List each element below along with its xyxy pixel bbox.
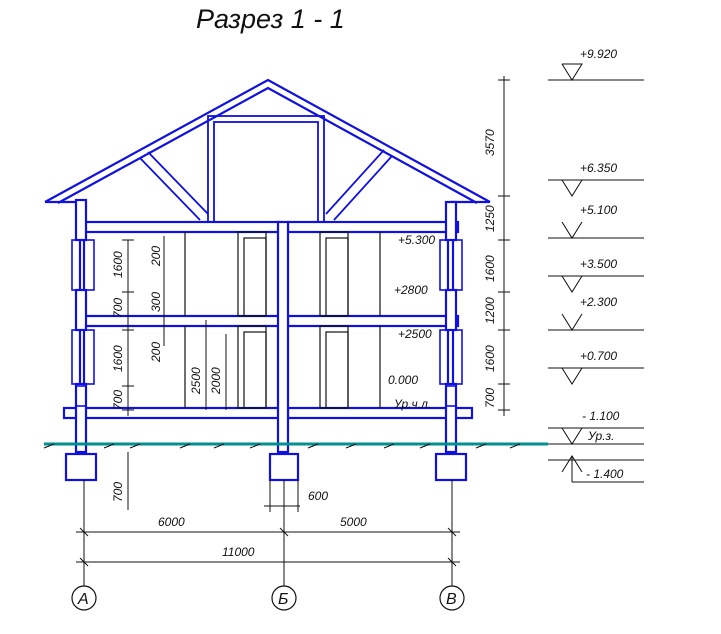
axis-label-v: В (446, 591, 457, 608)
left-dimension-chain (122, 236, 227, 510)
dim-3570: 3570 (483, 129, 497, 156)
inner-dim-200-upper: 200 (149, 246, 163, 267)
ground-level-label: Ур.з. (587, 429, 614, 443)
inner-level-2500: +2500 (398, 327, 432, 341)
inner-dimension-labels: 200 300 200 2500 2000 (149, 246, 223, 395)
foundations (64, 452, 468, 482)
inner-level-0000: 0.000 (388, 373, 418, 387)
inner-level-2800: +2800 (394, 283, 428, 297)
level-labels: +9.920 +6.350 +5.100 +3.500 +2.300 +0.70… (580, 47, 624, 481)
level-9920: +9.920 (580, 47, 617, 61)
inner-dim-200-lower: 200 (149, 342, 163, 363)
bottom-dim-6000: 6000 (158, 515, 185, 529)
bottom-dimension-labels: 600 6000 5000 11000 (158, 489, 367, 559)
level-minus-1400: - 1.400 (586, 467, 624, 481)
inner-dim-300: 300 (149, 292, 163, 312)
dim-1250: 1250 (483, 205, 497, 232)
bottom-dimensions (76, 480, 460, 567)
dim-1200: 1200 (483, 297, 497, 324)
walls (74, 198, 458, 454)
floor-slabs (62, 220, 474, 420)
bottom-dim-5000: 5000 (340, 515, 367, 529)
ground-line (43, 442, 548, 449)
right-dimension-labels: 3570 1250 1600 1200 1600 700 (483, 129, 497, 408)
right-dimension-chain (498, 76, 510, 416)
window-frames (71, 239, 463, 407)
left-dimension-labels: 1600 700 1600 700 700 (111, 251, 125, 502)
dim-700-right: 700 (483, 388, 497, 408)
left-dim-1600-upper: 1600 (111, 251, 125, 278)
left-dim-1600-lower: 1600 (111, 345, 125, 372)
axis-bubbles (71, 585, 465, 611)
axis-labels: А Б В (77, 591, 457, 608)
roof (44, 78, 491, 204)
axis-label-a: А (77, 591, 89, 608)
foundation-dim-700: 700 (111, 482, 125, 502)
level-2300: +2.300 (580, 295, 617, 309)
dim-1600-upper: 1600 (483, 255, 497, 282)
level-6350: +6.350 (580, 161, 617, 175)
level-5100: +5.100 (580, 203, 617, 217)
inner-level-5300: +5.300 (398, 233, 435, 247)
floor-level-label: Ур.ч.л. (393, 397, 431, 411)
bottom-dim-11000: 11000 (222, 545, 255, 559)
bottom-dim-600: 600 (308, 489, 328, 503)
doors (184, 231, 381, 409)
axis-label-b: Б (278, 591, 288, 608)
left-dim-700-upper: 700 (111, 298, 125, 318)
level-marks (548, 63, 644, 483)
level-3500: +3.500 (580, 257, 617, 271)
inner-dim-2000: 2000 (209, 367, 223, 395)
level-0700: +0.700 (580, 349, 617, 363)
drawing-title: Разрез 1 - 1 (196, 4, 345, 34)
axis-lines (83, 480, 453, 586)
level-minus-1100: - 1.100 (582, 409, 620, 423)
dim-1600-lower: 1600 (483, 345, 497, 372)
left-dim-700-lower: 700 (111, 390, 125, 410)
attic-truss (139, 115, 393, 223)
inner-dim-2500: 2500 (189, 367, 203, 395)
inner-level-labels: +5.300 +2800 +2500 0.000 Ур.ч.л. (388, 233, 435, 411)
